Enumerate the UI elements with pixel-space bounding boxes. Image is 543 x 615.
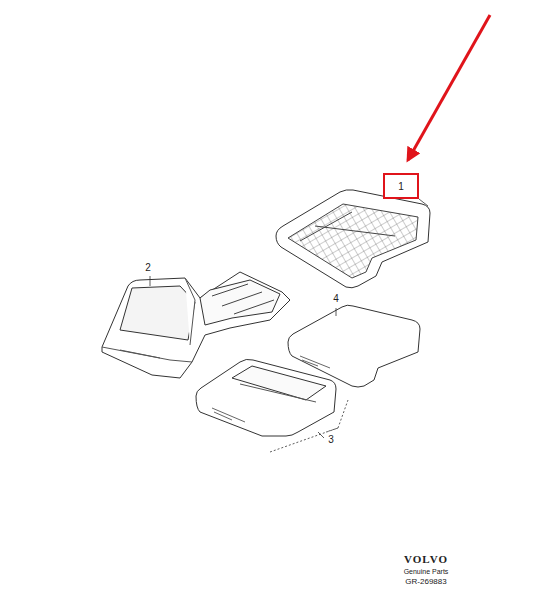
- drawing-number: GR-269883: [405, 578, 446, 586]
- brand-logo: VOLVO: [404, 554, 448, 565]
- callout-number: 1: [398, 181, 404, 192]
- rear-rubber-mat: [276, 190, 430, 288]
- callout-box: 1: [383, 173, 419, 199]
- front-left-mat: [196, 359, 336, 436]
- leader-lines: [150, 199, 428, 452]
- callout-number: 2: [145, 263, 151, 273]
- callout-number: 3: [328, 435, 334, 445]
- callout-number: 4: [333, 294, 339, 304]
- red-pointer-arrow: [408, 15, 490, 160]
- brand-subtitle: Genuine Parts: [404, 568, 449, 575]
